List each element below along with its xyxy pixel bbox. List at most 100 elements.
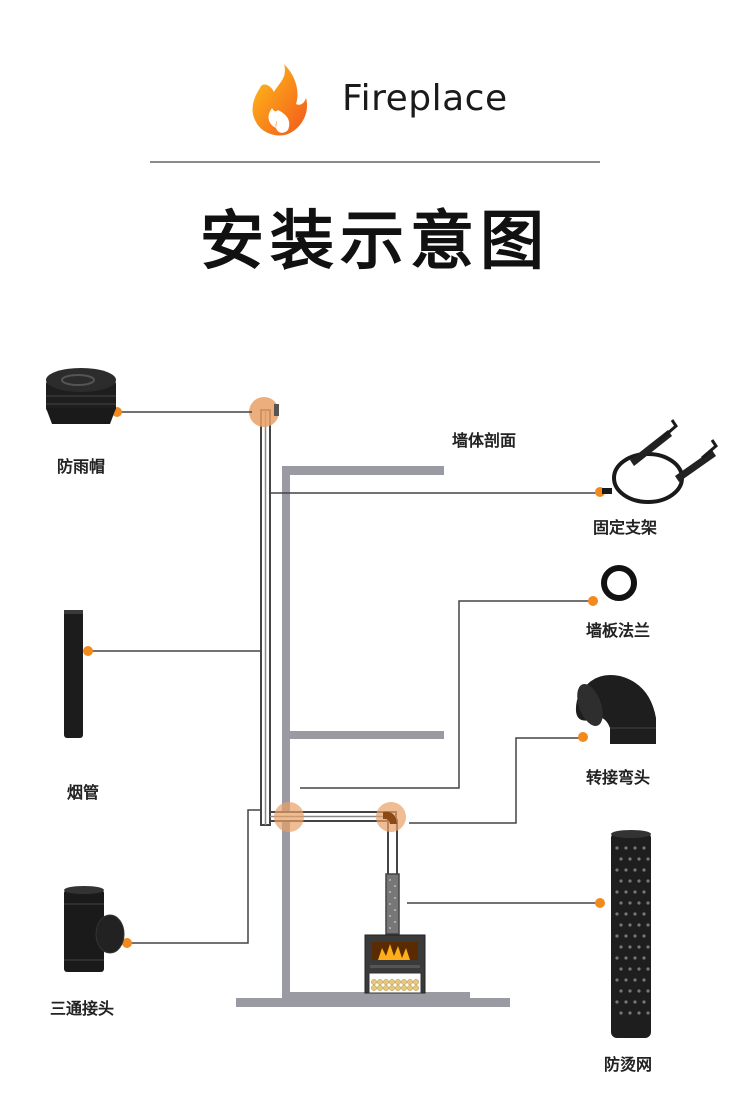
leader-lines xyxy=(88,411,600,944)
perforation-hole xyxy=(619,901,623,905)
bracket-icon xyxy=(602,419,718,504)
perforation-hole xyxy=(642,912,646,916)
flange-ring-icon xyxy=(601,565,637,601)
perforation-hole xyxy=(633,934,637,938)
perforation-hole xyxy=(646,923,650,927)
label-rain-cap: 防雨帽 xyxy=(57,457,106,476)
label-elbow-adapter: 转接弯头 xyxy=(586,768,651,787)
perforation-hole xyxy=(615,890,619,894)
label-wall-flange: 墙板法兰 xyxy=(586,621,651,640)
perforation-hole xyxy=(646,1011,650,1015)
perforation-hole xyxy=(642,978,646,982)
pipe-icon xyxy=(64,610,83,738)
perforation-hole xyxy=(642,1000,646,1004)
perforation-hole xyxy=(646,945,650,949)
perforation-hole xyxy=(624,934,628,938)
highlight-rain-cap xyxy=(249,397,279,427)
perforation-hole xyxy=(646,901,650,905)
perforation-hole xyxy=(642,890,646,894)
perforation-hole xyxy=(624,868,628,872)
leader-elbow xyxy=(409,737,582,824)
perforation-hole xyxy=(615,846,619,850)
highlight-tee-joint xyxy=(274,802,304,832)
dot-tee xyxy=(122,938,132,948)
perforation-hole xyxy=(637,1011,641,1015)
perforation-hole xyxy=(633,912,637,916)
perforation-hole xyxy=(637,879,641,883)
perforation-hole xyxy=(624,956,628,960)
dot-chimney-pipe xyxy=(83,646,93,656)
perforation-hole xyxy=(619,923,623,927)
perforation-hole xyxy=(615,912,619,916)
label-wall-section: 墙体剖面 xyxy=(452,431,517,450)
accent-dots xyxy=(83,407,605,948)
perforation-hole xyxy=(615,934,619,938)
tee-icon xyxy=(64,886,125,972)
rain-cap-icon xyxy=(46,368,116,424)
leader-tee xyxy=(128,809,261,944)
perforation-hole xyxy=(633,956,637,960)
heat-guard-section xyxy=(385,873,400,935)
perforation-hole xyxy=(615,1000,619,1004)
wall-middle-beam xyxy=(282,731,444,739)
label-heat-guard: 防烫网 xyxy=(604,1055,653,1074)
perforation-hole xyxy=(633,868,637,872)
perforation-hole xyxy=(628,967,632,971)
perforation-hole xyxy=(637,923,641,927)
perforation-hole xyxy=(624,846,628,850)
perforation-hole xyxy=(615,978,619,982)
floor-slab xyxy=(236,998,510,1007)
perforation-hole xyxy=(619,967,623,971)
perforation-hole xyxy=(619,879,623,883)
brand-name: Fireplace xyxy=(342,78,508,119)
perforation-hole xyxy=(633,890,637,894)
label-tee-joint: 三通接头 xyxy=(50,999,115,1018)
perforation-hole xyxy=(628,901,632,905)
brand-logo xyxy=(248,60,312,140)
header-divider xyxy=(150,161,600,163)
perforation-hole xyxy=(646,989,650,993)
perforation-hole xyxy=(637,901,641,905)
perforation-hole xyxy=(628,1011,632,1015)
perforation-hole xyxy=(624,1000,628,1004)
perforation-hole xyxy=(633,1000,637,1004)
perforation-hole xyxy=(619,989,623,993)
wall-top-beam xyxy=(282,466,444,475)
perforated-guard-icon xyxy=(611,830,651,1038)
stove xyxy=(364,934,426,994)
perforation-hole xyxy=(628,857,632,861)
wall-section xyxy=(236,466,510,1007)
leader-wall-flange xyxy=(300,600,590,789)
perforation-hole xyxy=(642,956,646,960)
perforation-hole xyxy=(624,912,628,916)
perforation-hole xyxy=(628,879,632,883)
floor-slab-raised xyxy=(282,992,470,1000)
perforation-hole xyxy=(642,868,646,872)
perforation-hole xyxy=(624,890,628,894)
highlight-circles xyxy=(249,397,406,832)
dot-elbow xyxy=(578,732,588,742)
page-title: 安装示意图 xyxy=(200,205,550,279)
perforation-hole xyxy=(619,945,623,949)
perforation-hole xyxy=(615,868,619,872)
perforation-hole xyxy=(637,857,641,861)
fire-flames xyxy=(378,944,410,960)
perforation-hole xyxy=(637,989,641,993)
flame-icon xyxy=(252,64,308,136)
elbow-icon xyxy=(575,675,656,744)
perforation-hole xyxy=(628,945,632,949)
perforation-hole xyxy=(646,857,650,861)
label-fixing-bracket: 固定支架 xyxy=(593,518,658,537)
label-chimney-pipe: 烟管 xyxy=(67,783,100,802)
dot-heat-guard xyxy=(595,898,605,908)
perforation-hole xyxy=(642,846,646,850)
perforation-hole xyxy=(646,879,650,883)
perforation-hole xyxy=(615,956,619,960)
dot-wall-flange xyxy=(588,596,598,606)
logs xyxy=(371,979,419,991)
perforation-hole xyxy=(633,978,637,982)
perforation-hole xyxy=(628,923,632,927)
perforation-hole xyxy=(642,934,646,938)
perforation-hole xyxy=(633,846,637,850)
